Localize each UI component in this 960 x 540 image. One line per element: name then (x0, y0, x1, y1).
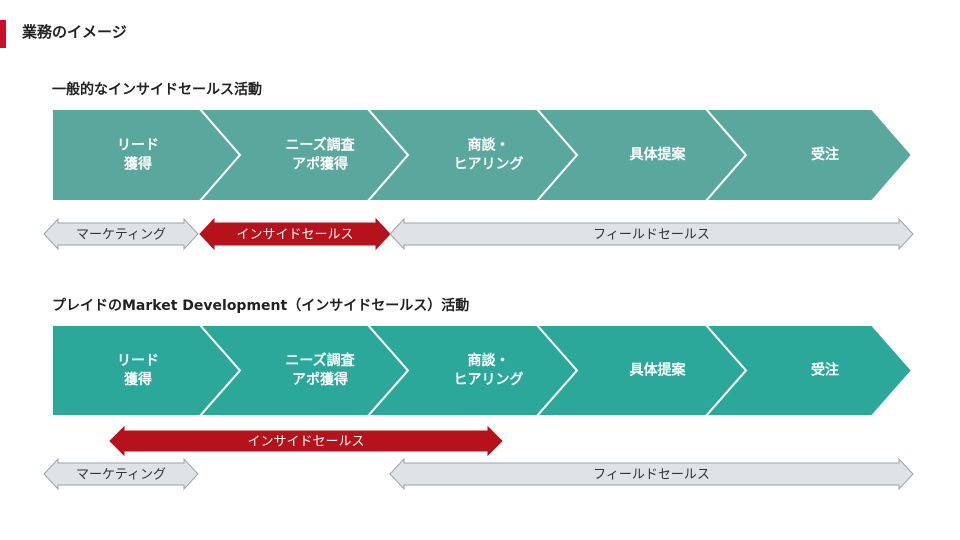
stage-chevron-1-4 (703, 324, 914, 417)
stage-label-0-1-1: アポ獲得 (292, 156, 348, 173)
page-title: 業務のイメージ (22, 23, 127, 41)
stage-label-1-2-1: ヒアリング (454, 371, 524, 388)
role-arrow-insidesales-2 (109, 425, 503, 457)
stage-label-0-3-0: 具体提案 (629, 146, 687, 163)
stage-chevron-0-4 (703, 108, 914, 202)
stage-label-1-0-1: 獲得 (124, 371, 152, 388)
stage-label-1-1-0: ニーズ調査 (285, 352, 355, 369)
role-arrow-fieldsales-1-label: フィールドセールス (593, 228, 710, 243)
stage-label-0-0-0: リード (117, 138, 159, 154)
stage-label-1-0-0: リード (117, 353, 159, 369)
stage-label-1-4-0: 受注 (811, 362, 839, 379)
stage-label-1-3-0: 具体提案 (629, 362, 687, 379)
stage-label-0-2-0: 商談・ (468, 137, 510, 154)
stage-label-0-2-1: ヒアリング (454, 156, 524, 173)
stage-label-1-1-1: アポ獲得 (292, 371, 348, 388)
stage-label-0-4-0: 受注 (811, 146, 839, 163)
stage-label-0-1-0: ニーズ調査 (285, 137, 355, 154)
title-accent-bar (0, 20, 6, 48)
role-arrow-fieldsales-1 (389, 217, 914, 251)
role-arrow-fieldsales-2-label: フィールドセールス (593, 468, 710, 483)
stage-label-1-2-0: 商談・ (468, 352, 510, 369)
role-arrow-marketing-2 (43, 457, 199, 491)
section-title-general: 一般的なインサイドセールス活動 (52, 82, 262, 98)
role-arrow-insidesales-2-label: インサイドセールス (247, 435, 364, 450)
role-arrow-marketing-1-label: マーケティング (76, 228, 166, 243)
role-arrow-fieldsales-2 (389, 457, 914, 491)
role-arrow-marketing-1 (43, 217, 199, 251)
role-arrow-insidesales-1-label: インサイドセールス (236, 228, 353, 243)
section-title-plaid: プレイドのMarket Development（インサイドセールス）活動 (52, 298, 470, 314)
role-arrow-marketing-2-label: マーケティング (76, 468, 166, 483)
stage-label-0-0-1: 獲得 (124, 156, 152, 173)
